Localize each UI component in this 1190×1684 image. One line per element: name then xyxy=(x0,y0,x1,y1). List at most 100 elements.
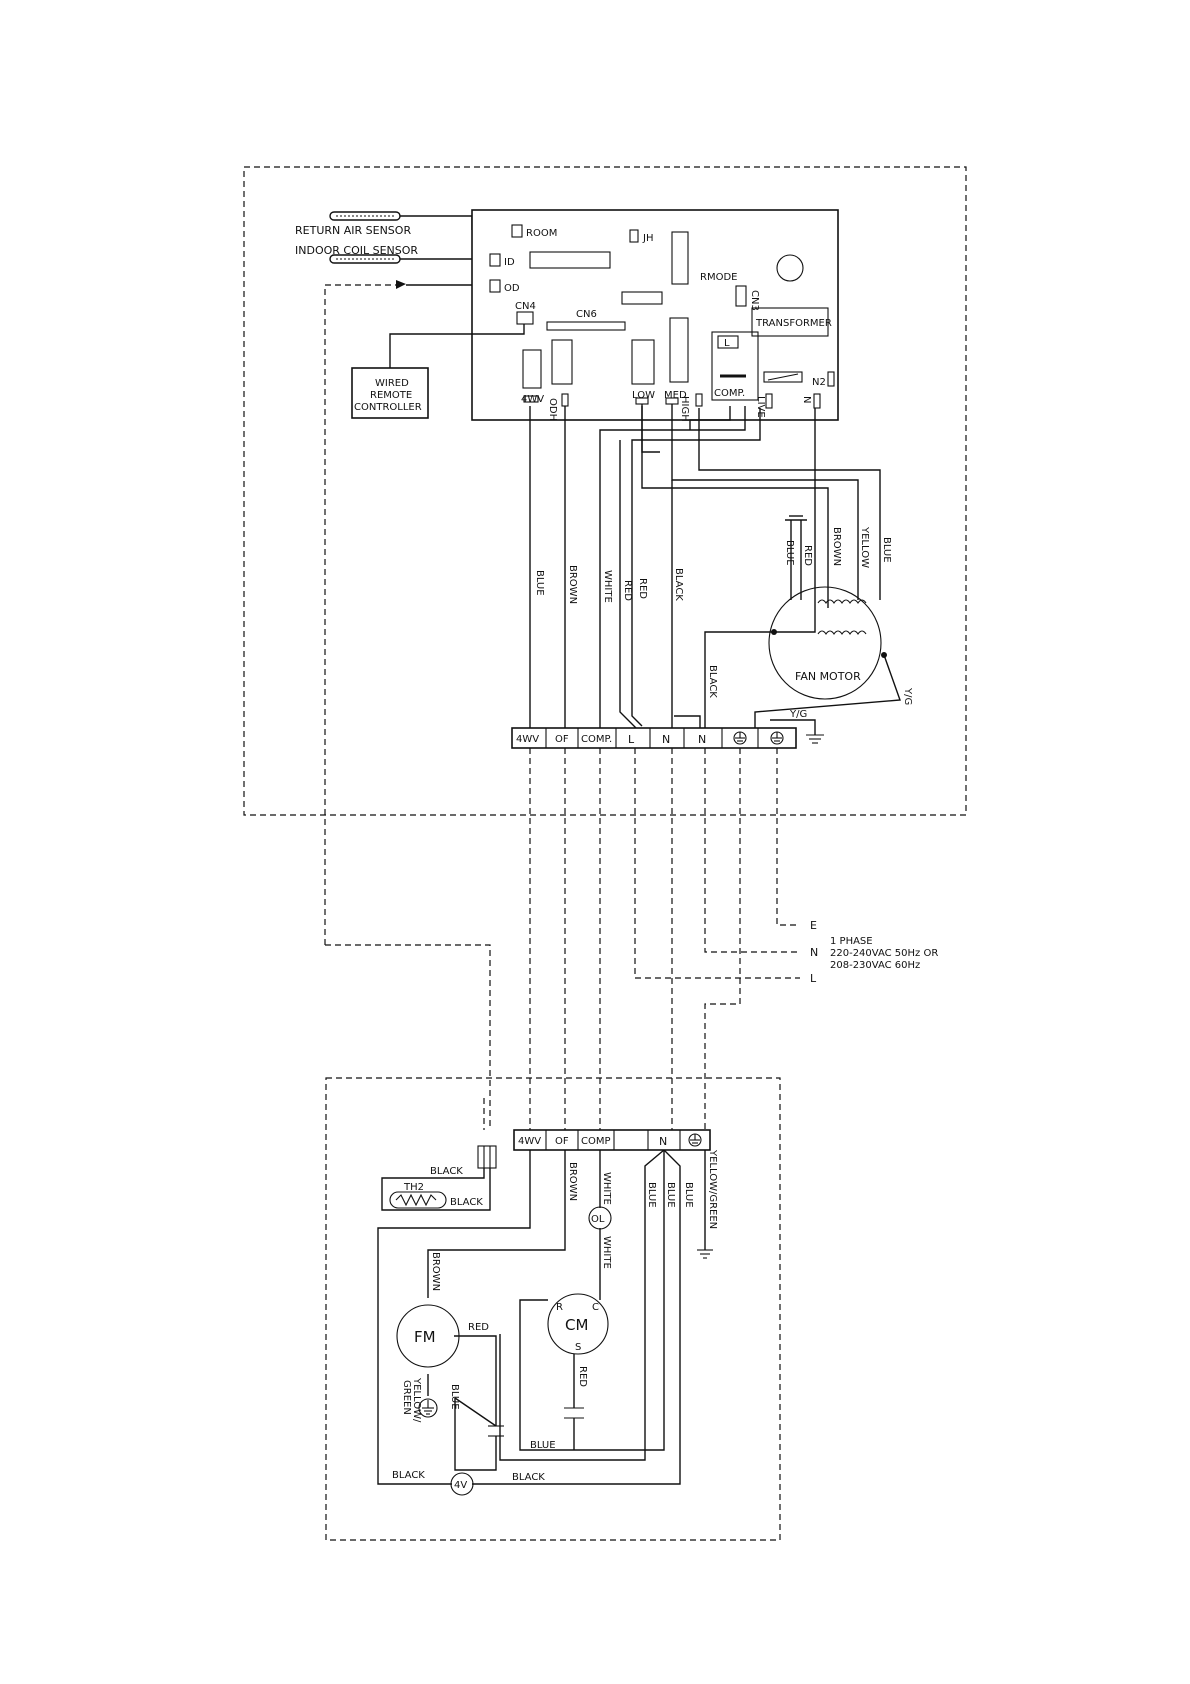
out-odh-label: ODH xyxy=(547,398,558,421)
out-wire-yg: YELLOW/GREEN xyxy=(707,1149,718,1229)
supply-e: E xyxy=(810,919,817,932)
terminal-n2: N xyxy=(698,733,706,746)
compressor-label: CM xyxy=(565,1316,588,1334)
relay-l-label: L xyxy=(724,338,730,349)
od-connector xyxy=(489,279,501,293)
fm-label: FM xyxy=(414,1328,436,1346)
wire-label-black: BLACK xyxy=(673,568,684,601)
th2-connector xyxy=(477,1145,497,1169)
outdoor-fan-motor xyxy=(396,1304,460,1368)
chip-2 xyxy=(671,231,689,285)
id-connector xyxy=(489,253,501,267)
return-air-sensor xyxy=(329,211,473,230)
out-high-label: HIGH xyxy=(679,396,690,422)
terminal-n1: N xyxy=(662,733,670,746)
fm-wire-brown: BROWN xyxy=(430,1252,441,1291)
return-air-sensor-label: RETURN AIR SENSOR xyxy=(295,224,411,237)
terminal-yg-label: Y/G xyxy=(789,709,807,720)
transformer-label: TRANSFORMER xyxy=(755,318,832,329)
out-live-label: LIVE xyxy=(755,396,766,418)
indoor-unit-boundary xyxy=(243,166,967,816)
od-label: OD xyxy=(504,283,520,294)
cn6-connector xyxy=(546,321,626,331)
out-4wv-label: 4WV xyxy=(521,394,544,405)
out-wire-blue-1: BLUE xyxy=(646,1182,657,1208)
id-label: ID xyxy=(504,257,515,268)
cn3-connector xyxy=(735,285,747,307)
indoor-ground-icon xyxy=(806,734,824,744)
cn4-connector xyxy=(516,311,534,325)
wired-remote-controller xyxy=(351,367,429,419)
out-wire-white: WHITE xyxy=(601,1172,612,1205)
fm-ground-icon xyxy=(418,1398,438,1418)
fm-yg-2: GREEN xyxy=(401,1380,412,1415)
out-wire-blue-2: BLUE xyxy=(665,1182,676,1208)
room-label: ROOM xyxy=(526,228,557,239)
comp-relay-l xyxy=(717,335,739,349)
out-terminal-ground-icon xyxy=(688,1133,702,1147)
indoor-coil-sensor xyxy=(329,254,472,264)
wire-label-brown: BROWN xyxy=(567,565,578,604)
outdoor-wiring xyxy=(377,1149,706,1485)
cm-wire-blue: BLUE xyxy=(530,1440,556,1451)
remote-line3: CONTROLLER xyxy=(354,402,422,413)
comp-relay xyxy=(711,331,759,401)
room-connector xyxy=(511,224,523,238)
wire-label-red-1: RED xyxy=(622,580,633,601)
terminal-4wv: 4WV xyxy=(516,734,539,745)
th2-sensor xyxy=(389,1191,447,1209)
th2-wire-black-1: BLACK xyxy=(430,1166,463,1177)
ol-label: OL xyxy=(591,1214,605,1225)
wire-label-white: WHITE xyxy=(602,570,613,603)
fm-wire-blue: BLUE xyxy=(449,1384,460,1410)
fan-wire-blue: BLUE xyxy=(784,540,795,566)
supply-phase: 1 PHASE xyxy=(830,936,873,947)
cn3-label: CN3 xyxy=(749,290,760,311)
cn4-label: CN4 xyxy=(515,301,536,312)
od-sensor-wire xyxy=(324,284,400,945)
four-way-valve xyxy=(450,1472,474,1496)
indoor-terminal-block xyxy=(511,727,797,749)
chip-3 xyxy=(621,291,663,305)
outdoor-terminal-block xyxy=(513,1129,711,1151)
terminal-comp: COMP. xyxy=(581,734,612,745)
terminal-ground-icon-1 xyxy=(733,731,747,745)
n2-label: N2 xyxy=(812,377,826,388)
cm-wire-red: RED xyxy=(577,1366,588,1387)
overload-protector xyxy=(588,1206,612,1230)
supply-voltage-2: 208-230VAC 60Hz xyxy=(830,960,920,971)
fm-wire-red: RED xyxy=(468,1322,489,1333)
outdoor-unit-boundary xyxy=(325,1077,781,1541)
jh-label: JH xyxy=(642,233,653,244)
supply-voltage-1: 220-240VAC 50Hz OR xyxy=(830,948,938,959)
relay-low xyxy=(631,339,655,385)
jh-jumper xyxy=(629,229,639,243)
terminal-ground-icon-2 xyxy=(770,731,784,745)
out-wire-black-2: BLACK xyxy=(512,1472,545,1483)
out-low-label: LOW xyxy=(632,390,655,401)
fan-wire-yellow: YELLOW xyxy=(859,526,870,568)
four-way-valve-label: 4V xyxy=(454,1480,467,1491)
fan-motor-coil-2 xyxy=(817,630,867,635)
relay-4wv xyxy=(522,349,542,389)
relay-comp-label: COMP. xyxy=(714,388,745,399)
fan-motor xyxy=(768,586,882,700)
chip-1 xyxy=(529,251,611,269)
out-wire-blue-3: BLUE xyxy=(683,1182,694,1208)
remote-wire xyxy=(389,324,525,368)
relay-odh xyxy=(551,339,573,385)
compressor xyxy=(547,1293,609,1355)
remote-line1: WIRED xyxy=(375,378,409,389)
th2-label: TH2 xyxy=(403,1182,424,1193)
cm-s: S xyxy=(575,1342,581,1353)
interconnect-wires xyxy=(325,748,800,1130)
indoor-coil-sensor-label: INDOOR COIL SENSOR xyxy=(295,244,418,257)
out-terminal-comp: COMP xyxy=(581,1136,611,1147)
fan-wire-blue-2: BLUE xyxy=(881,537,892,563)
terminal-of: OF xyxy=(555,734,569,745)
out-med-label: MED xyxy=(664,390,687,401)
out-wire-brown: BROWN xyxy=(567,1162,578,1201)
remote-line2: REMOTE xyxy=(370,390,412,401)
outdoor-ground-icon xyxy=(697,1249,713,1259)
